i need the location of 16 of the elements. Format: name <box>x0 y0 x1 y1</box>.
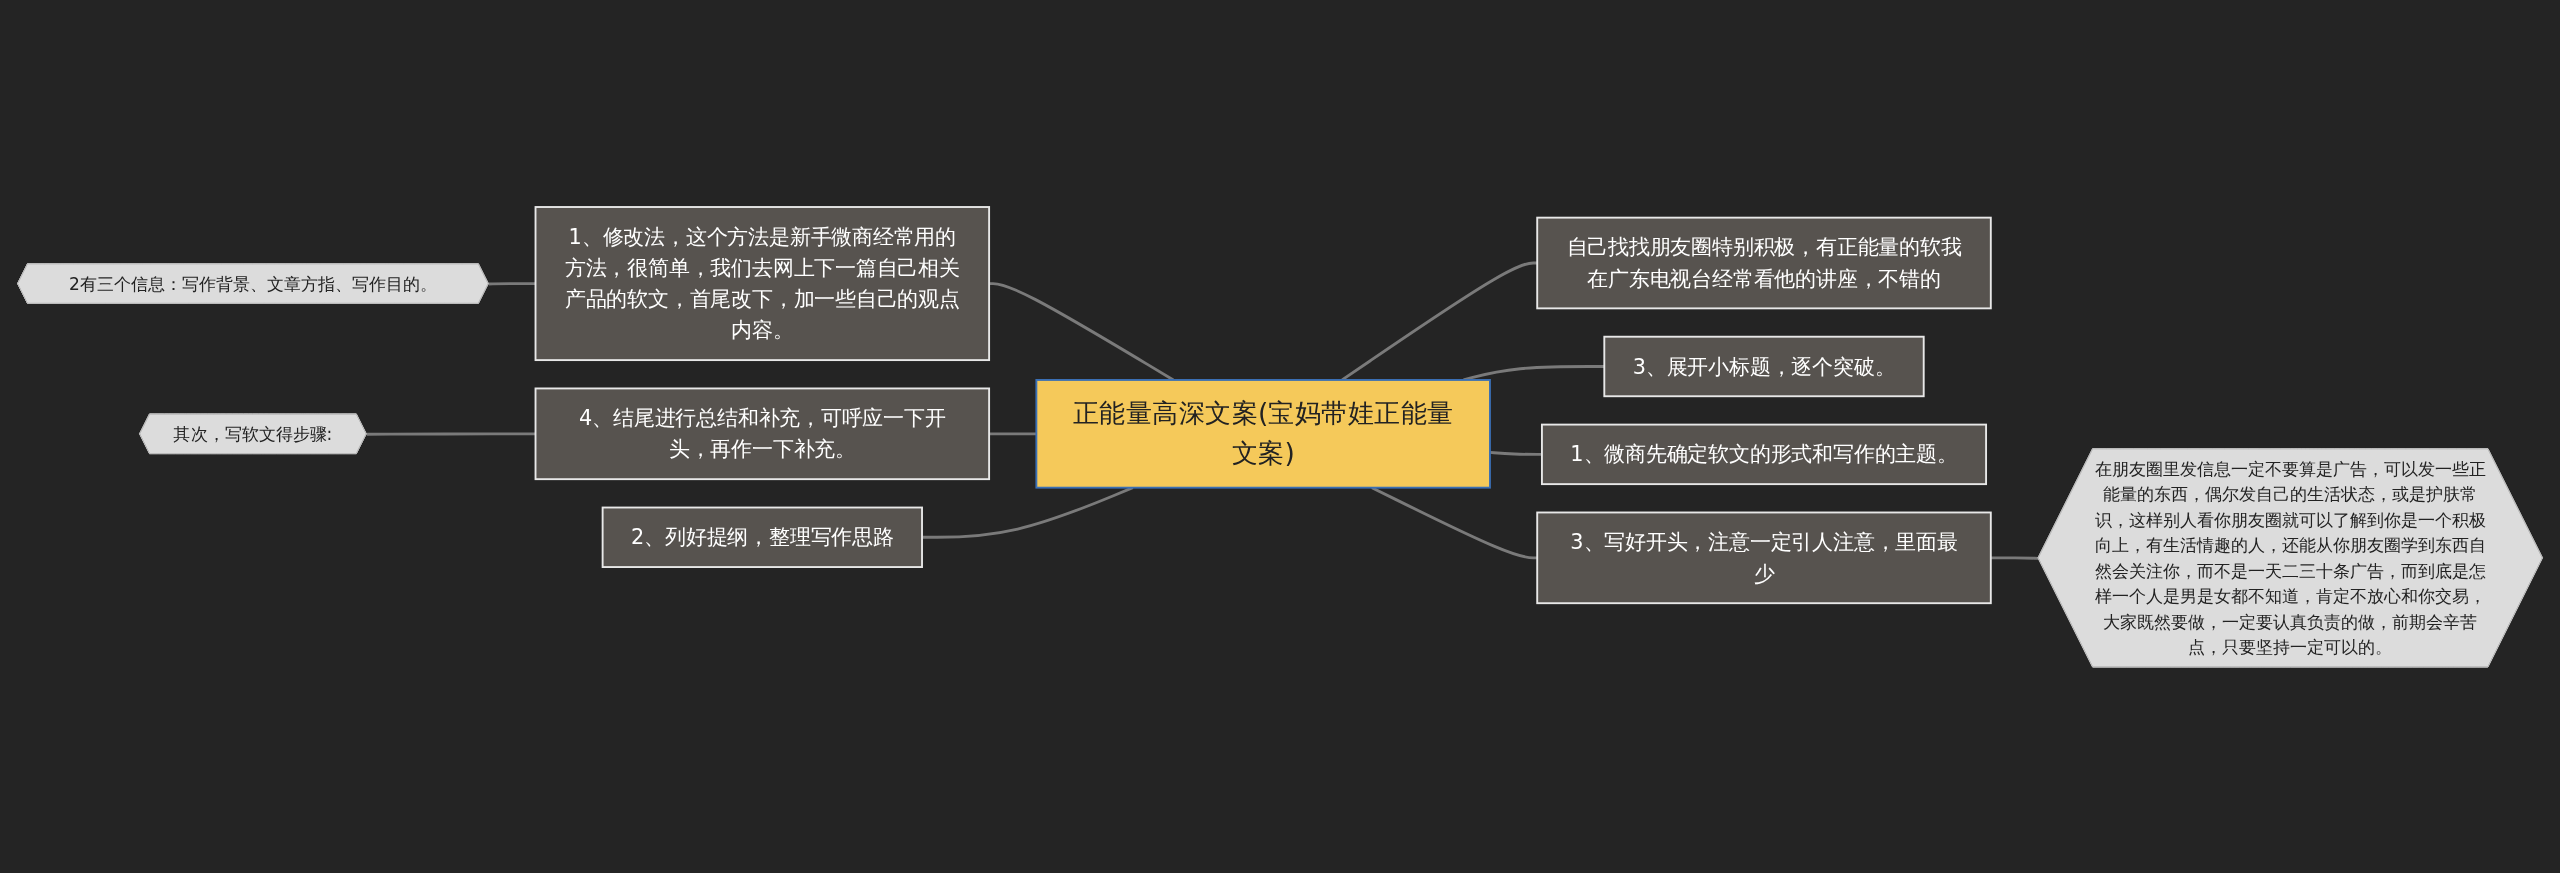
node-box: 3、展开小标题，逐个突破。 <box>1603 335 1925 397</box>
node-box: 自己找找朋友圈特别积极，有正能量的软我在广东电视台经常看他的讲座，不错的 <box>1536 216 1992 309</box>
connector <box>1990 555 2039 560</box>
node-box: 3、写好开头，注意一定引人注意，里面最少 <box>1536 511 1992 604</box>
connector <box>989 281 1175 381</box>
node-box: 正能量高深文案(宝妈带娃正能量文案) <box>1035 378 1491 489</box>
connector <box>1463 364 1605 381</box>
connector <box>1341 261 1538 381</box>
connector <box>1489 450 1542 456</box>
connector <box>989 431 1037 435</box>
node-box: 1、微商先确定软文的形式和写作的主题。 <box>1541 423 1988 485</box>
node-box: 2、列好提纲，整理写作思路 <box>601 506 923 568</box>
connector <box>488 281 536 285</box>
node-box: 4、结尾进行总结和补充，可呼应一下开头，再作一下补充。 <box>534 387 991 480</box>
connector <box>366 431 536 436</box>
node-box: 1、修改法，这个方法是新手微商经常用的方法，很简单，我们去网上下一篇自己相关产品的软文，首尾改下，加一些自己的观点内容。 <box>534 205 991 361</box>
